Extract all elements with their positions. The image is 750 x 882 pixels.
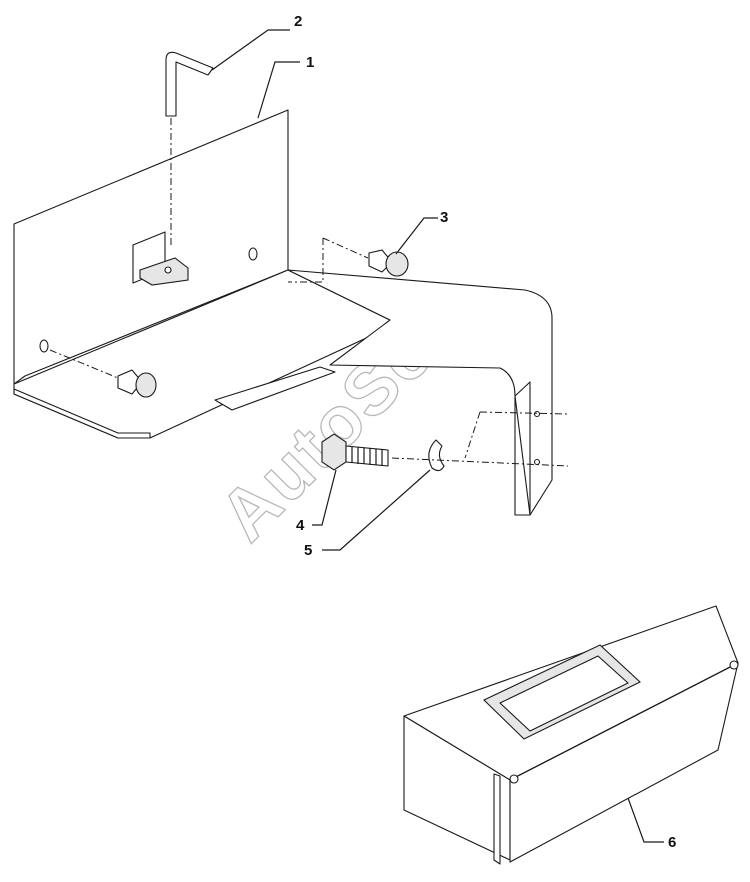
clip-ring-part-5[interactable] — [428, 439, 445, 472]
hex-bolt-part-4[interactable] — [321, 433, 389, 471]
callout-leader-6 — [627, 797, 664, 843]
fastener-back-center-line — [49, 349, 119, 379]
callout-leader-4 — [312, 469, 337, 526]
callout-leader-1 — [257, 61, 300, 119]
callout-3: 3 — [440, 209, 448, 226]
l-pin-part-2[interactable] — [165, 51, 214, 117]
callout-leader-5 — [322, 469, 431, 551]
callout-1: 1 — [306, 54, 314, 71]
box-part-6[interactable] — [403, 605, 739, 865]
callout-5: 5 — [304, 542, 312, 559]
callout-6: 6 — [668, 834, 676, 851]
fastener-part-3[interactable] — [368, 249, 409, 277]
bracket-part-1[interactable] — [13, 109, 391, 439]
bolt-center-line — [391, 457, 569, 467]
fastener-back-plate[interactable] — [117, 369, 157, 398]
callout-4: 4 — [296, 517, 305, 534]
side-bracket[interactable] — [287, 269, 553, 516]
fastener-3-center-line — [322, 237, 369, 259]
callout-2: 2 — [294, 13, 302, 30]
callout-leader-3 — [395, 217, 438, 255]
bolt-guide-vertical — [464, 411, 481, 459]
callout-leader-2 — [211, 29, 290, 71]
